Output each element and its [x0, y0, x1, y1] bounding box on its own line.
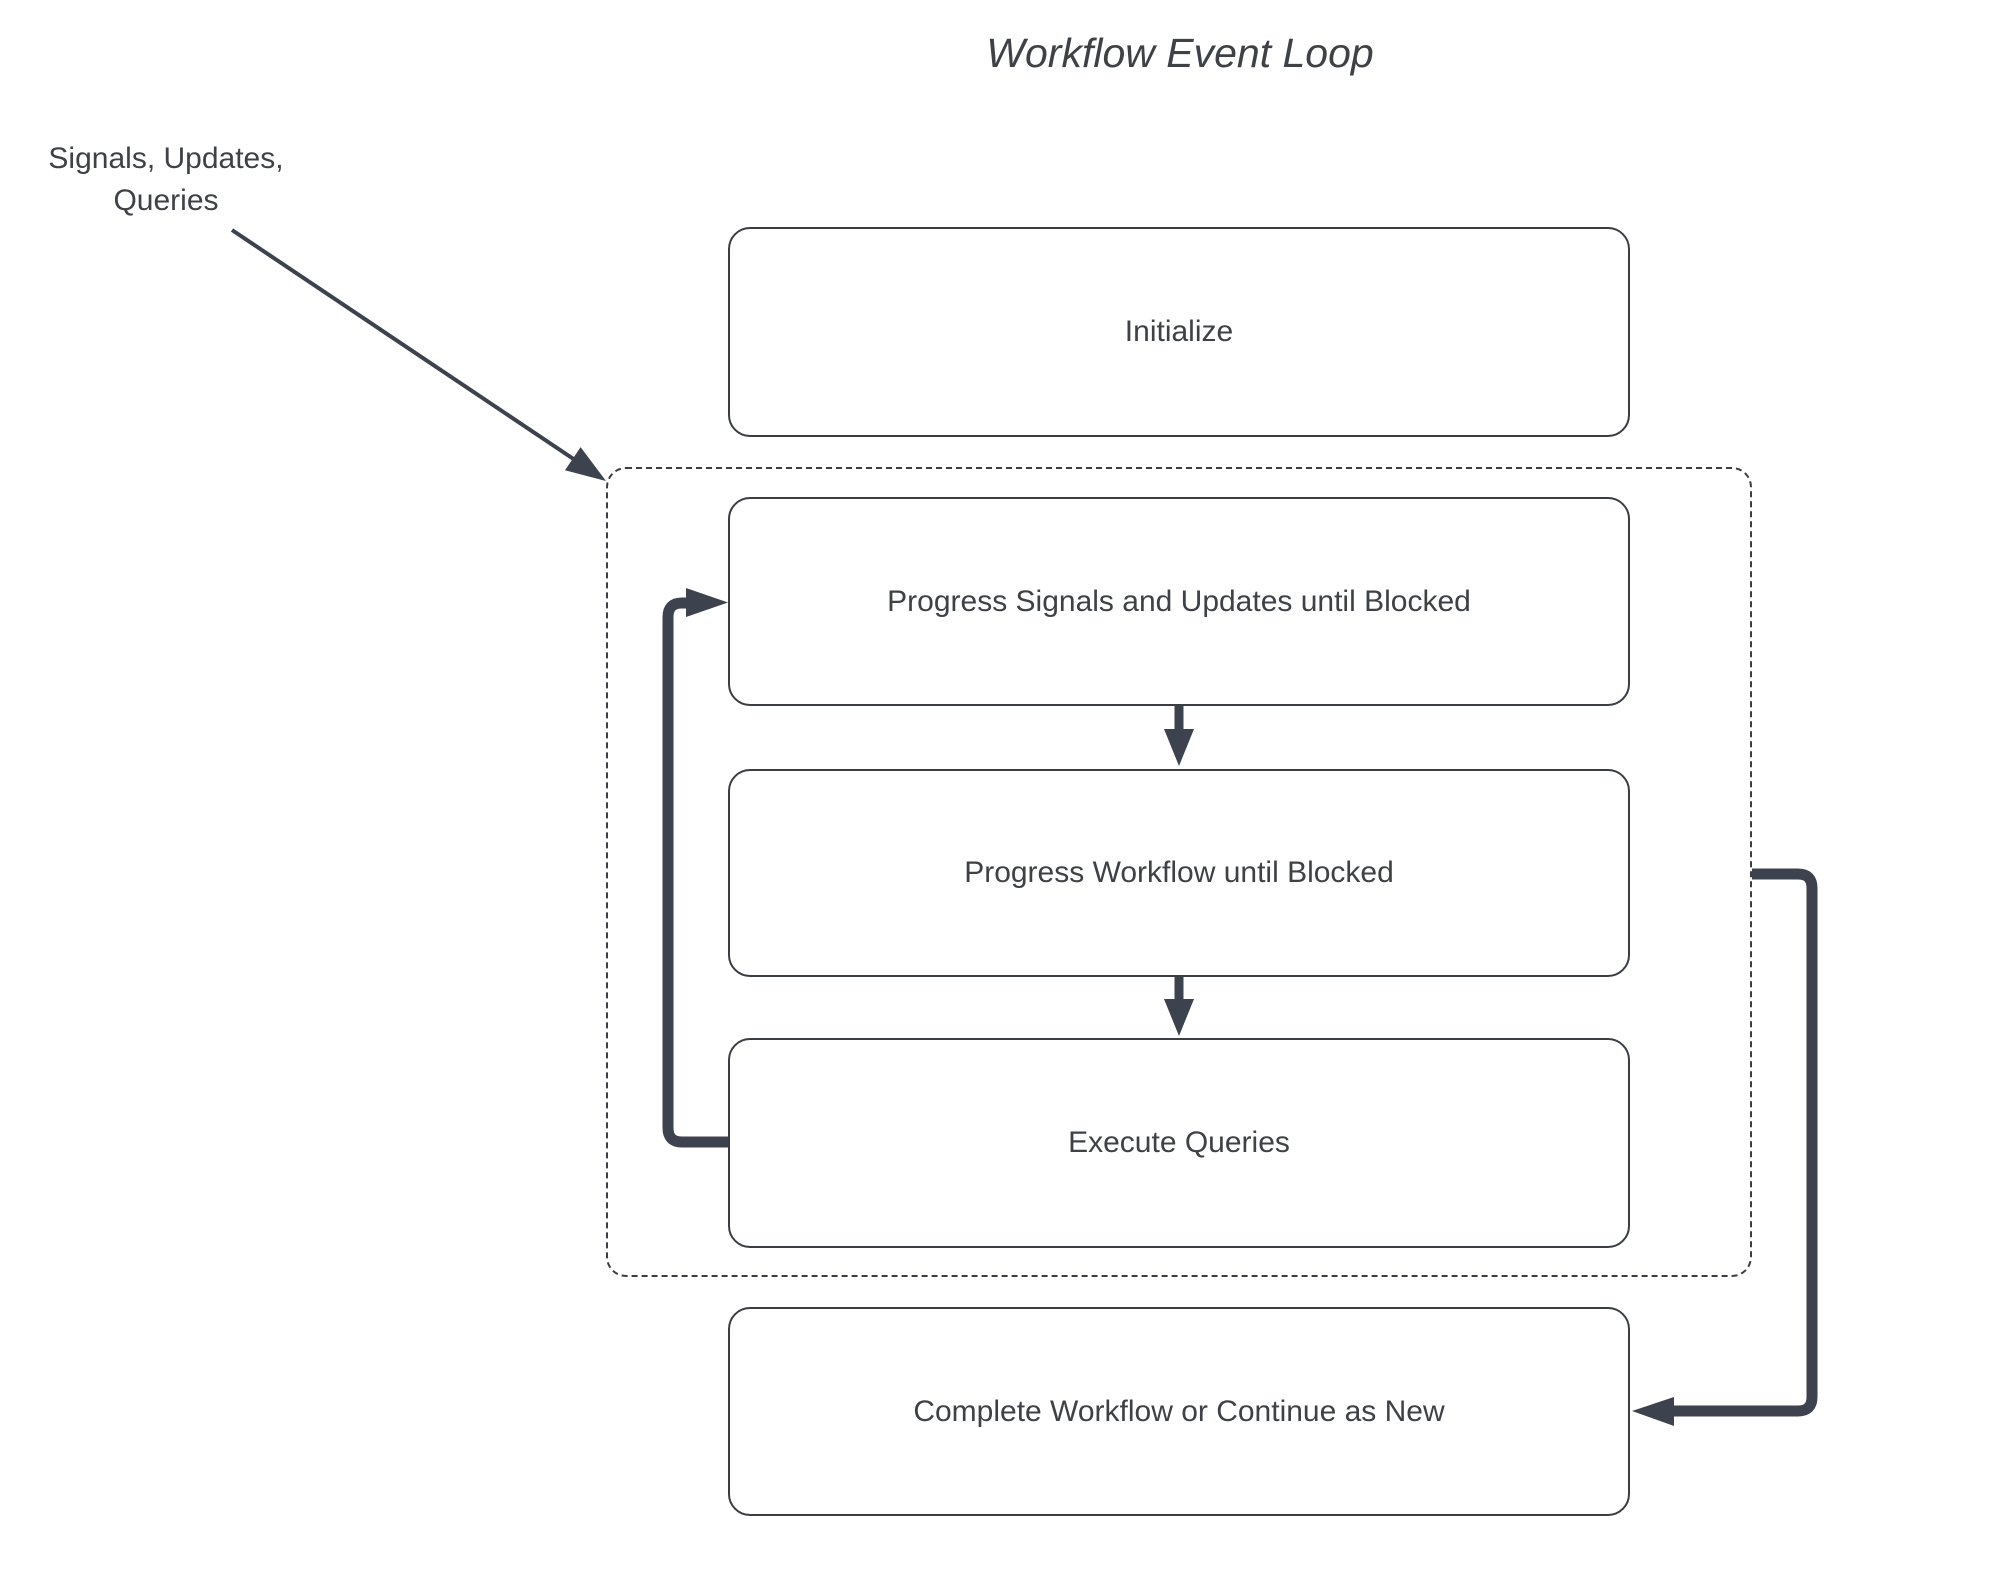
event-loop-boundary [606, 467, 1752, 1277]
arrow-event-loop-to-complete-workflow [1632, 868, 1818, 1426]
node-complete-workflow: Complete Workflow or Continue as New [728, 1307, 1630, 1516]
external-inputs-label: Signals, Updates, Queries [48, 142, 284, 217]
node-progress-workflow: Progress Workflow until Blocked [728, 769, 1630, 977]
arrowhead-icon [1164, 729, 1194, 766]
diagram-title: Workflow Event Loop [986, 30, 1374, 76]
arrow-execute-queries-back-to-progress-signals [662, 588, 730, 1148]
node-initialize: Initialize [728, 227, 1630, 437]
node-execute-queries: Execute Queries [728, 1038, 1630, 1248]
arrow-shaft [230, 228, 580, 464]
node-progress-workflow-label: Progress Workflow until Blocked [964, 856, 1394, 889]
arrowhead-icon [686, 588, 728, 617]
arrowhead-icon [565, 447, 606, 481]
node-execute-queries-label: Execute Queries [1068, 1126, 1290, 1159]
arrow-shaft [1670, 868, 1818, 1417]
arrow-signals-to-event-loop [230, 228, 606, 481]
arrowhead-icon [1632, 1397, 1674, 1426]
node-initialize-label: Initialize [1124, 315, 1234, 348]
arrow-progress-signals-to-progress-workflow [1164, 705, 1194, 766]
node-progress-signals-updates-label: Progress Signals and Updates until Block… [887, 584, 1471, 618]
node-progress-signals-updates: Progress Signals and Updates until Block… [728, 497, 1630, 706]
arrowhead-icon [1164, 999, 1194, 1036]
arrow-progress-workflow-to-execute-queries [1164, 977, 1194, 1036]
node-complete-workflow-label: Complete Workflow or Continue as New [913, 1394, 1445, 1428]
arrow-shaft [662, 597, 730, 1148]
